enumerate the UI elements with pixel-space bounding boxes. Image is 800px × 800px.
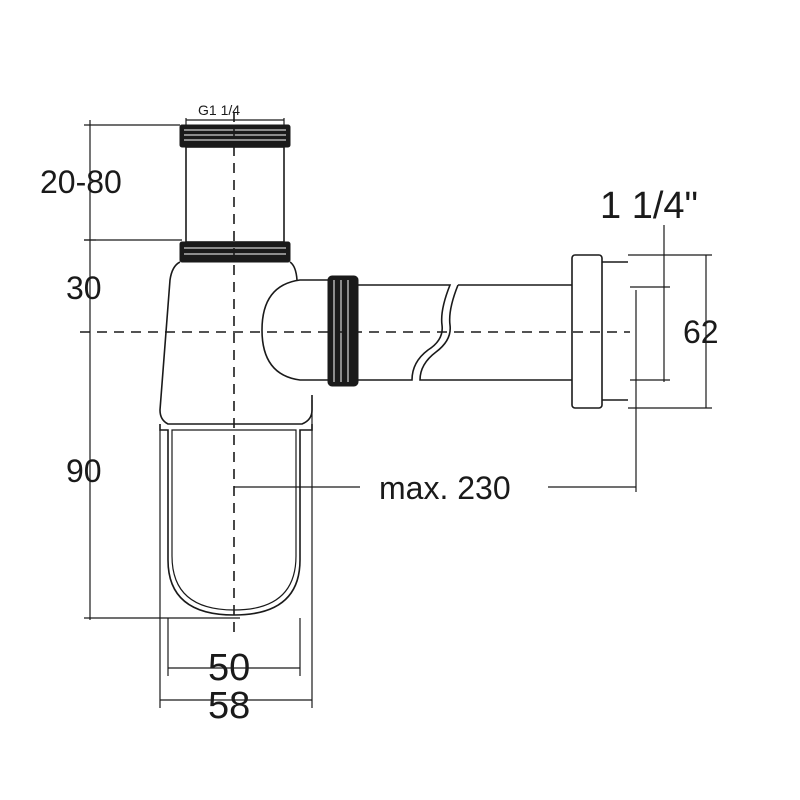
top-thread-ring — [179, 124, 291, 148]
max-length-label: max. 230 — [379, 470, 511, 506]
lower-thread-ring — [179, 241, 291, 263]
wall-flange — [571, 254, 603, 409]
outlet-nut — [327, 275, 359, 387]
top-tailpiece — [179, 124, 291, 263]
thread-size-label: G1 1/4 — [198, 102, 240, 118]
outlet-pipe — [261, 254, 628, 409]
center-lines — [80, 112, 630, 635]
dimension-lines — [84, 118, 712, 708]
trap-body — [159, 261, 313, 616]
height-90-label: 90 — [66, 453, 102, 489]
width-outer-label: 58 — [208, 685, 250, 727]
outlet-size-label: 1 1/4" — [600, 185, 698, 227]
adjust-range-label: 20-80 — [40, 164, 122, 200]
height-30-label: 30 — [66, 270, 102, 306]
width-inner-label: 50 — [208, 647, 250, 689]
wall-height-label: 62 — [683, 314, 719, 350]
